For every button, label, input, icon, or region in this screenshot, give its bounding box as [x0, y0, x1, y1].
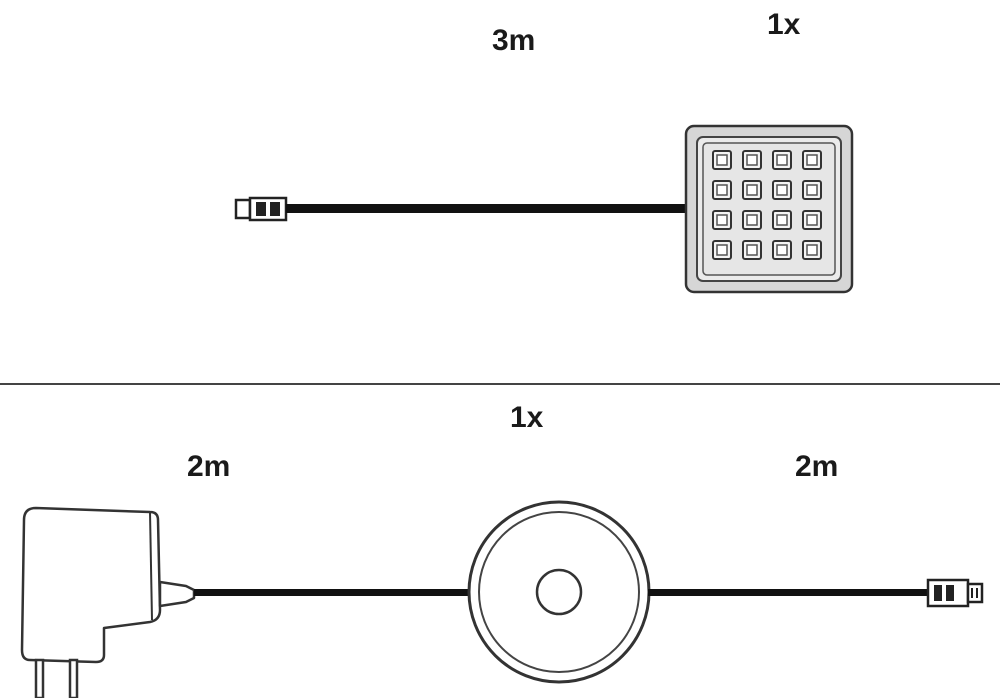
- led-chip-lens: [746, 154, 758, 166]
- led-chip-lens: [746, 214, 758, 226]
- led-chip-lens: [776, 154, 788, 166]
- led-chip-lens: [716, 154, 728, 166]
- led-chip-lens: [806, 184, 818, 196]
- led-chip-lens: [716, 184, 728, 196]
- led-grid: [712, 150, 822, 260]
- led-chip-lens: [716, 214, 728, 226]
- adapter-cable: [194, 589, 470, 596]
- top-quantity-label: 1x: [767, 8, 801, 41]
- top-cable-length-label: 3m: [492, 24, 536, 57]
- led-chip-lens: [776, 214, 788, 226]
- bottom-right-cable-length-label: 2m: [795, 450, 839, 483]
- power-adapter: [20, 506, 196, 698]
- bottom-left-cable-length-label: 2m: [187, 450, 231, 483]
- top-cable: [286, 204, 688, 213]
- round-switch: [467, 500, 651, 684]
- top-connector-plug: [234, 196, 288, 222]
- led-chip-lens: [806, 244, 818, 256]
- led-chip-lens: [716, 244, 728, 256]
- bottom-connector-plug: [926, 578, 984, 608]
- led-panel: [684, 124, 854, 294]
- led-chip-lens: [806, 154, 818, 166]
- bottom-quantity-label: 1x: [510, 401, 544, 434]
- led-chip-lens: [746, 244, 758, 256]
- led-chip-lens: [776, 244, 788, 256]
- switch-cable: [648, 589, 930, 596]
- led-chip-lens: [776, 184, 788, 196]
- led-chip-lens: [746, 184, 758, 196]
- led-chip-lens: [806, 214, 818, 226]
